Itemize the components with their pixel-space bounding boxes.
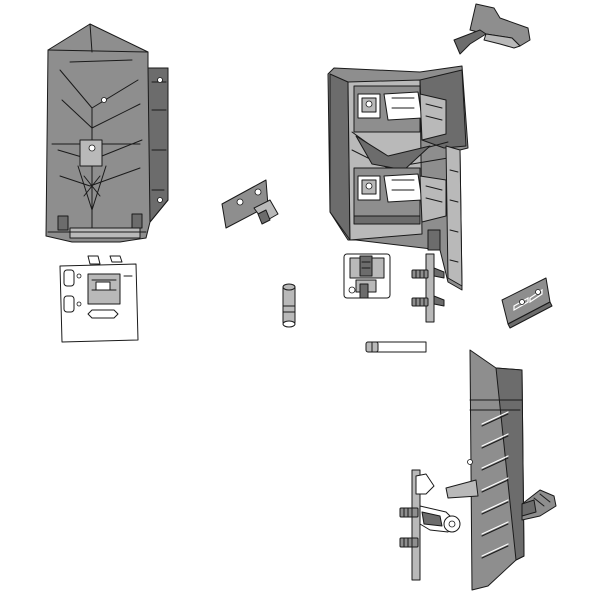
corner-drawer-side-panel-left — [45, 23, 169, 243]
corner-drawer-side-panel-right — [467, 349, 525, 591]
runner-mechanism-assembly — [445, 479, 557, 521]
dowel-pin — [282, 283, 296, 328]
angled-connector-plate — [501, 277, 553, 329]
corner-front-assembly — [327, 65, 469, 291]
front-fixing-bracket — [343, 253, 391, 299]
lower-screw-bracket — [399, 469, 461, 581]
panel-slots — [481, 411, 509, 559]
mounting-plate — [59, 255, 139, 343]
round-dowel-rod — [365, 341, 427, 353]
top-clip-part — [453, 3, 531, 55]
side-screw-set — [411, 253, 445, 323]
small-angle-bracket — [221, 179, 279, 229]
